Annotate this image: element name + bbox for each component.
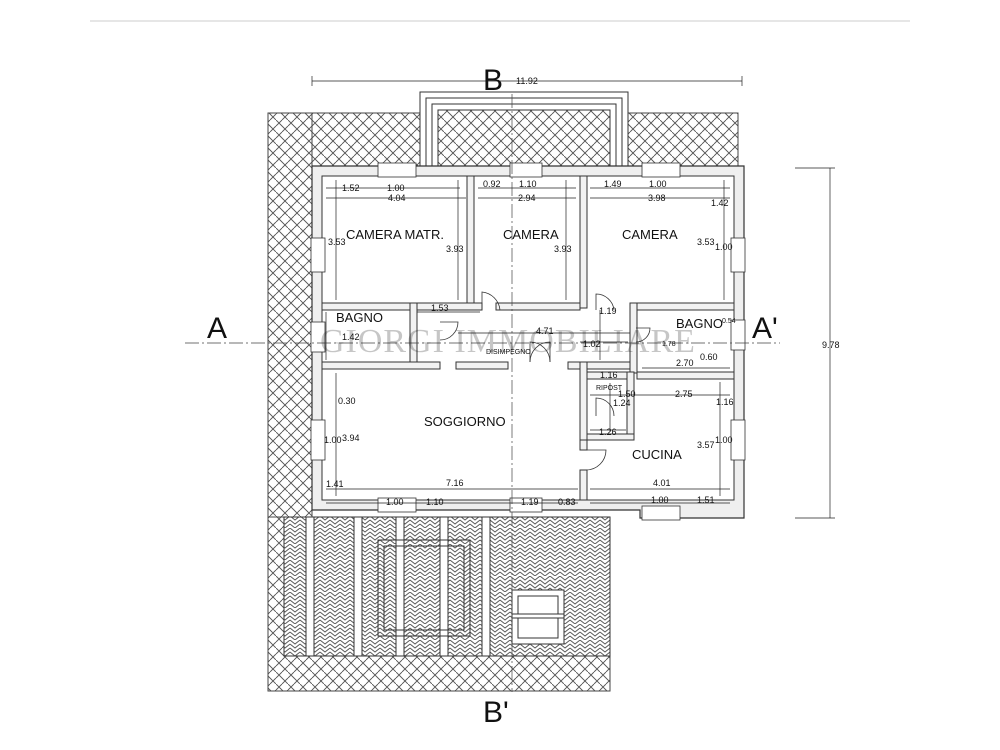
dimension-labels: 11.92 9.78 1.52 1.00 4.04 3.53 3.93 0.92… <box>324 76 840 507</box>
dim-label: 1.19 <box>599 306 617 316</box>
dim-label: 1.00 <box>649 179 667 189</box>
room-bagno-left: BAGNO <box>336 310 383 325</box>
dim-label: 0.60 <box>700 352 718 362</box>
dim-label: 1.00 <box>715 435 733 445</box>
dim-label: 1.50 <box>618 389 636 399</box>
interior-walls <box>321 175 735 501</box>
room-soggiorno: SOGGIORNO <box>424 414 506 429</box>
dim-label: 1.00 <box>386 497 404 507</box>
dim-label: 1.49 <box>604 179 622 189</box>
dim-label: 1.16 <box>600 370 618 380</box>
dim-label: 1.53 <box>431 303 449 313</box>
dim-overall-width: 11.92 <box>516 76 538 86</box>
dim-label: 2.75 <box>675 389 693 399</box>
dim-label: 0.54 <box>722 318 736 325</box>
dim-label: 3.94 <box>342 433 360 443</box>
section-label-b-prime: B' <box>483 696 509 729</box>
dim-label: 1.16 <box>716 397 734 407</box>
dim-label: 1.10 <box>519 179 537 189</box>
dimension-lines <box>311 76 835 519</box>
room-camera-center: CAMERA <box>503 227 559 242</box>
dim-label: 1.42 <box>342 332 360 342</box>
room-camera-right: CAMERA <box>622 227 678 242</box>
dim-label: 1.52 <box>342 183 360 193</box>
dim-label: 0.83 <box>558 497 576 507</box>
section-lines <box>185 94 780 692</box>
room-cucina: CUCINA <box>632 447 682 462</box>
room-disimpegno: DISIMPEGNO <box>486 349 531 356</box>
section-label-a: A <box>207 312 227 345</box>
dim-label: 2.94 <box>518 193 536 203</box>
room-ripost: RIPOST <box>596 385 623 392</box>
dim-label: 4.71 <box>536 326 554 336</box>
dim-label: 0.92 <box>483 179 501 189</box>
dim-label: 3.93 <box>554 244 572 254</box>
watermark: GIORGI IMMOBILIARE <box>320 323 696 360</box>
door-swings <box>439 291 651 471</box>
dim-label: 2.70 <box>676 358 694 368</box>
dim-label: 4.04 <box>388 193 406 203</box>
dim-label: 1.00 <box>324 435 342 445</box>
dim-label: 1.10 <box>426 497 444 507</box>
dim-label: 0.30 <box>338 396 356 406</box>
dim-label: 1.26 <box>599 427 617 437</box>
room-camera-matr: CAMERA MATR. <box>346 227 444 242</box>
dim-label: 1.19 <box>521 497 539 507</box>
dim-label: 4.01 <box>653 478 671 488</box>
dim-overall-height: 9.78 <box>822 340 840 350</box>
windows <box>310 162 746 521</box>
dim-label: 1.24 <box>613 398 631 408</box>
section-label-a-prime: A' <box>752 312 778 345</box>
porch-top <box>419 91 629 168</box>
section-label-b: B <box>483 64 503 97</box>
dim-label: 1.42 <box>711 198 729 208</box>
dim-label: 3.53 <box>328 237 346 247</box>
dim-label: 3.57 <box>697 440 715 450</box>
dim-label: 1.78 <box>662 341 676 348</box>
dim-label: 3.93 <box>446 244 464 254</box>
dim-label: 1.00 <box>651 495 669 505</box>
dim-label: 3.53 <box>697 237 715 247</box>
dim-label: 3.98 <box>648 193 666 203</box>
dim-label: 1.02 <box>583 339 601 349</box>
dim-label: 1.41 <box>326 479 344 489</box>
room-bagno-right: BAGNO <box>676 316 723 331</box>
pergola <box>283 516 611 657</box>
dim-label: 1.00 <box>715 242 733 252</box>
dim-label: 1.51 <box>697 495 715 505</box>
dim-label: 7.16 <box>446 478 464 488</box>
dim-label: 1.00 <box>387 183 405 193</box>
